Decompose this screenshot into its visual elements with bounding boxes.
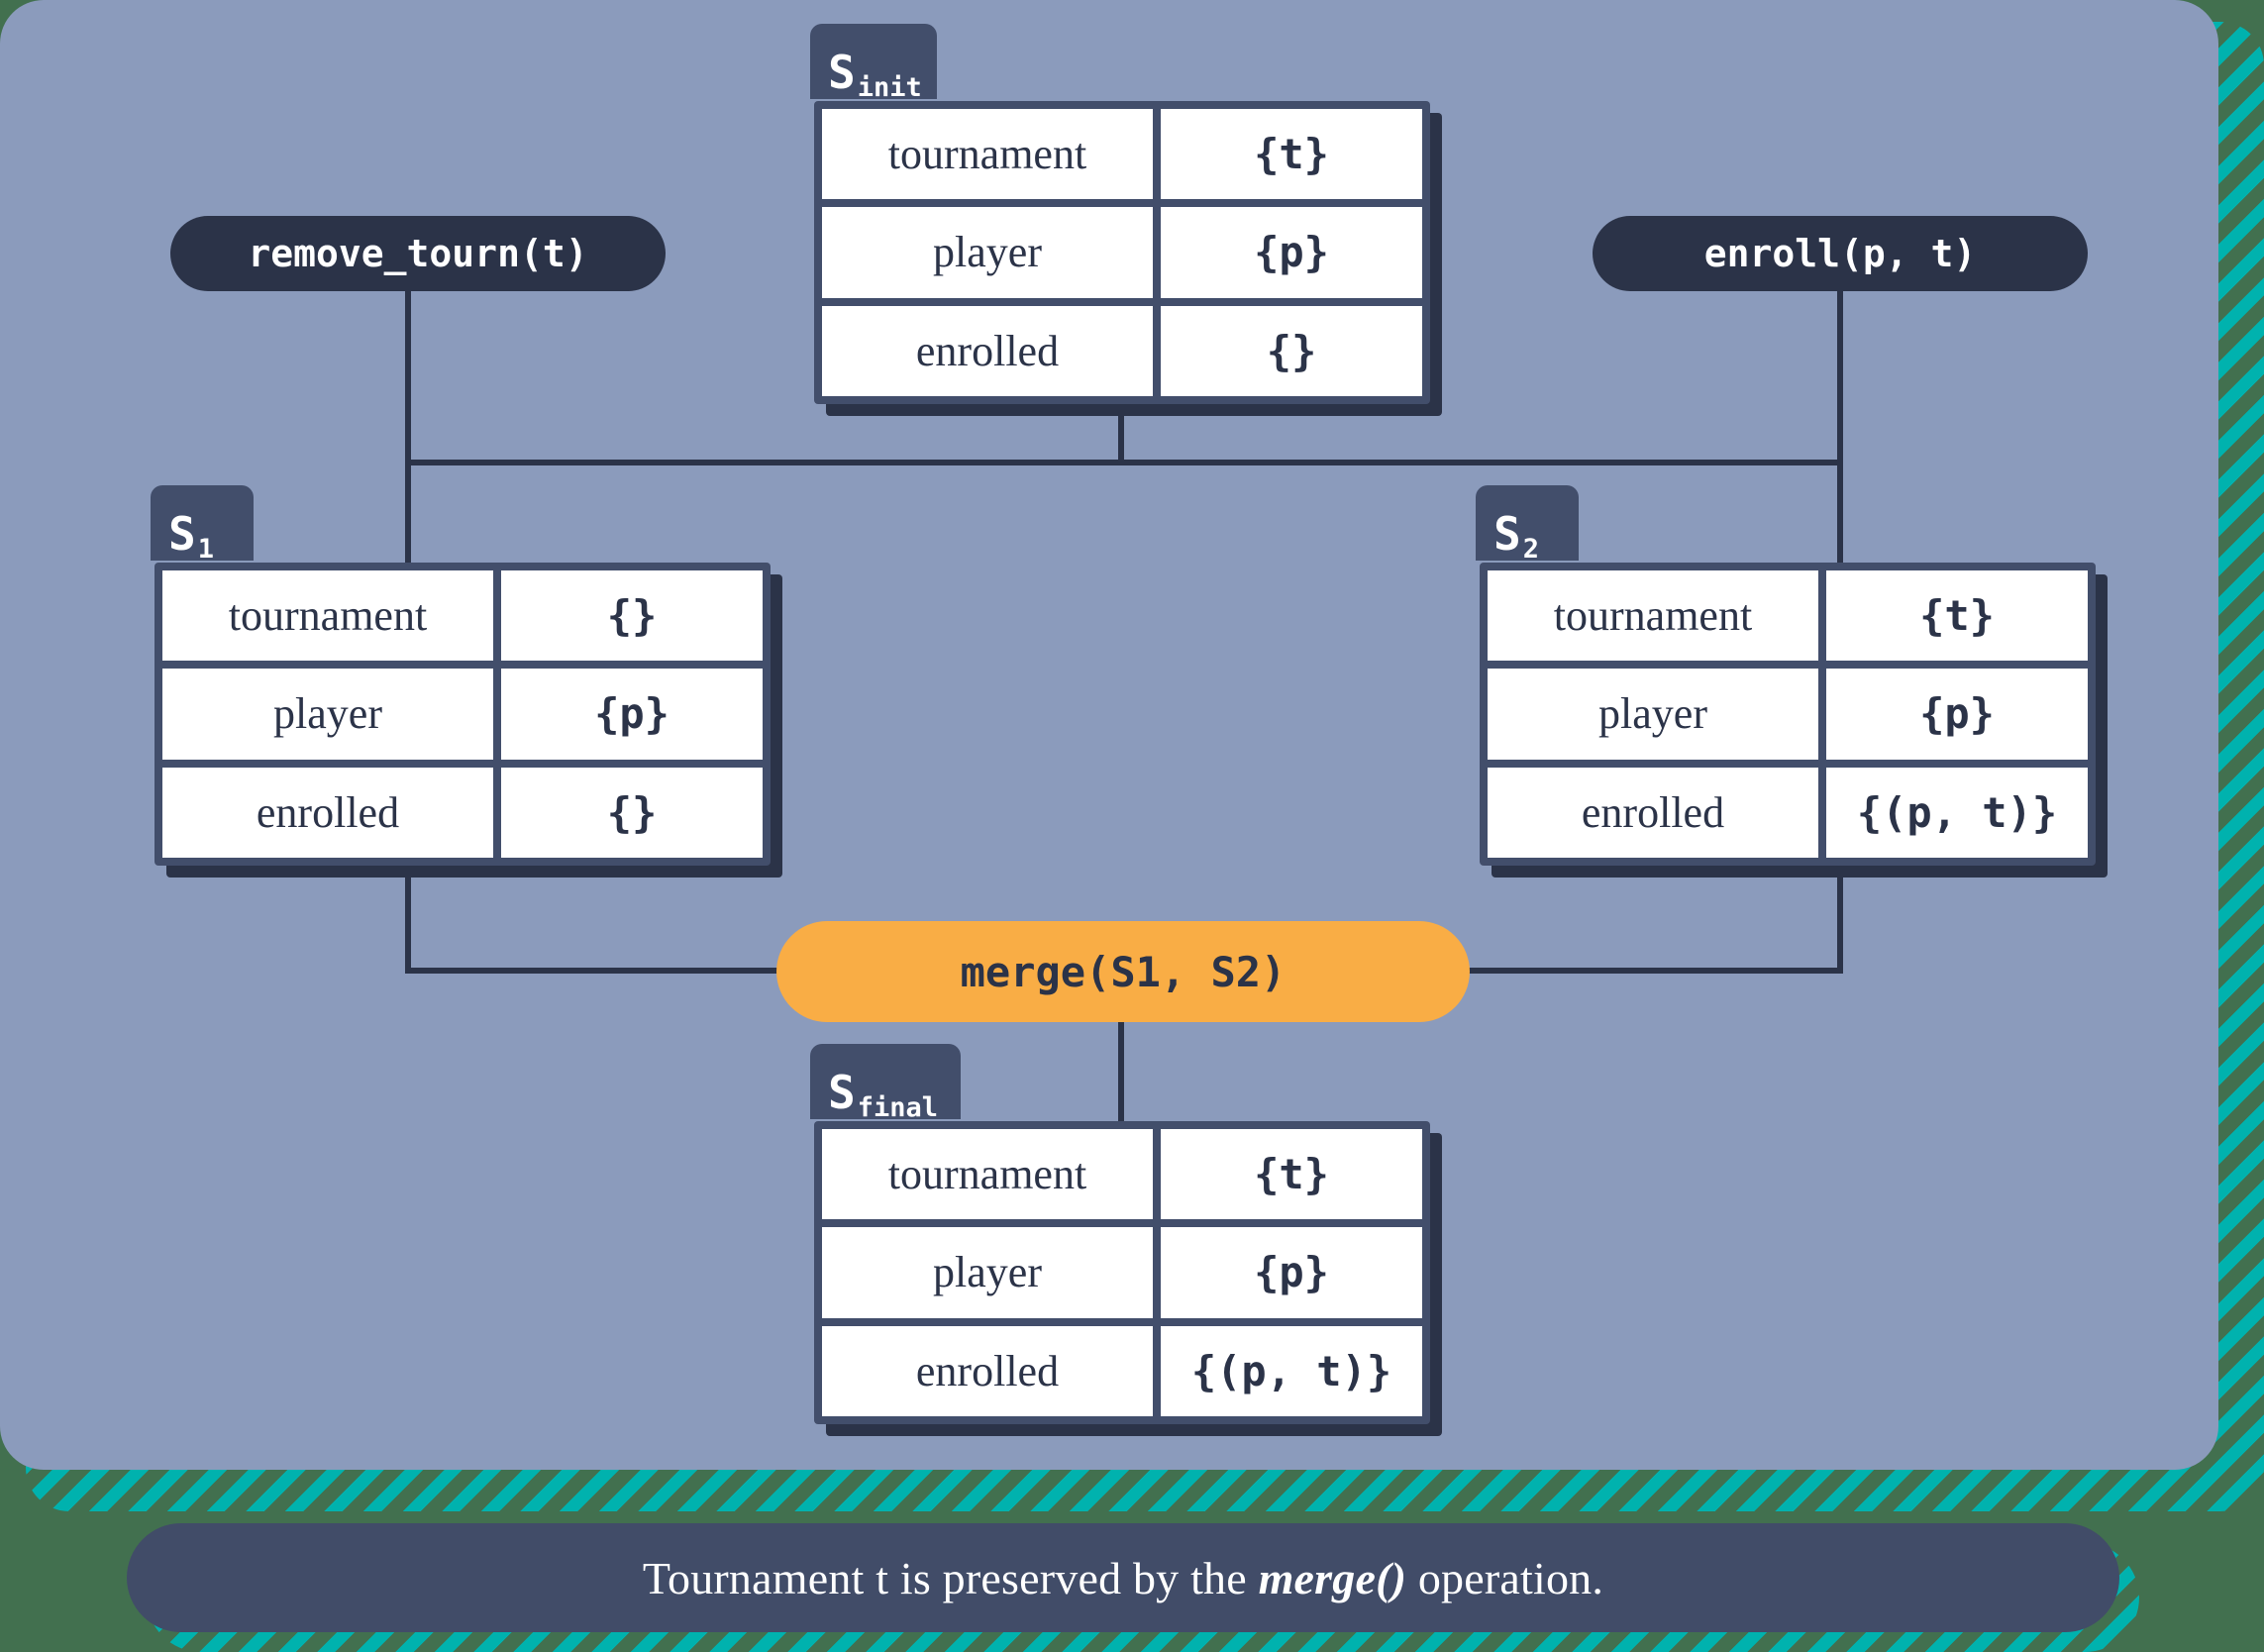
row-value: {t} — [1161, 1129, 1422, 1220]
caption-emphasis: merge() — [1258, 1552, 1407, 1603]
table-row: tournament {t} — [1488, 570, 2088, 662]
table-row: tournament {} — [162, 570, 763, 662]
row-value: {(p, t)} — [1826, 767, 2088, 858]
table-row: player {p} — [822, 1227, 1422, 1318]
operation-merge[interactable]: merge(S1, S2) — [776, 921, 1470, 1022]
row-key: player — [1488, 669, 1818, 760]
state-tab-subscript: final — [857, 1092, 938, 1123]
connector-enroll-stem — [1837, 287, 1843, 465]
table-row: tournament {t} — [822, 1129, 1422, 1220]
row-key: enrolled — [822, 1325, 1153, 1416]
state-table-s1: tournament {} player {p} enrolled {} — [154, 563, 771, 866]
connector-s1-down — [405, 872, 411, 974]
row-value: {p} — [1161, 207, 1422, 298]
connector-to-s2 — [1837, 460, 1843, 570]
row-key: enrolled — [1488, 767, 1818, 858]
connector-s2-down — [1837, 872, 1843, 974]
row-key: player — [822, 1227, 1153, 1318]
operation-remove-tourn[interactable]: remove_tourn(t) — [170, 216, 666, 291]
row-value: {t} — [1161, 109, 1422, 200]
table-row: player {p} — [1488, 669, 2088, 760]
row-key: player — [822, 207, 1153, 298]
row-key: tournament — [162, 570, 493, 662]
row-value: {} — [1161, 305, 1422, 396]
state-tab-name: S — [168, 507, 196, 562]
row-value: {p} — [501, 669, 763, 760]
caption-text-before: Tournament t is preserved by the — [642, 1552, 1259, 1603]
row-value: {} — [501, 570, 763, 662]
connector-junction-bar — [405, 460, 1843, 465]
row-value: {p} — [1161, 1227, 1422, 1318]
table-row: enrolled {(p, t)} — [822, 1325, 1422, 1416]
state-tab-subscript: 2 — [1522, 534, 1539, 565]
connector-remove-tourn-stem — [405, 287, 411, 465]
row-key: tournament — [1488, 570, 1818, 662]
caption-bar: Tournament t is preserved by the merge()… — [127, 1523, 2119, 1632]
row-key: tournament — [822, 1129, 1153, 1220]
row-key: enrolled — [822, 305, 1153, 396]
row-value: {p} — [1826, 669, 2088, 760]
row-value: {t} — [1826, 570, 2088, 662]
row-key: enrolled — [162, 767, 493, 858]
table-row: enrolled {(p, t)} — [1488, 767, 2088, 858]
row-value: {} — [501, 767, 763, 858]
state-tab-name: S — [828, 1066, 856, 1120]
connector-s2-to-merge — [1468, 968, 1843, 974]
connector-s1-to-merge — [405, 968, 781, 974]
table-row: player {p} — [162, 669, 763, 760]
table-row: enrolled {} — [162, 767, 763, 858]
row-key: player — [162, 669, 493, 760]
state-tab-name: S — [1493, 507, 1521, 562]
operation-enroll[interactable]: enroll(p, t) — [1593, 216, 2088, 291]
table-row: player {p} — [822, 207, 1422, 298]
connector-merge-to-sfinal — [1118, 1022, 1124, 1141]
connector-sinit-stem — [1118, 416, 1124, 465]
state-table-s2: tournament {t} player {p} enrolled {(p, … — [1480, 563, 2096, 866]
state-tab-subscript: 1 — [197, 534, 214, 565]
table-row: enrolled {} — [822, 305, 1422, 396]
state-tab-subscript: init — [857, 72, 922, 103]
state-table-sinit: tournament {t} player {p} enrolled {} — [814, 101, 1430, 404]
connector-to-s1 — [405, 460, 411, 570]
row-key: tournament — [822, 109, 1153, 200]
state-tab-name: S — [828, 46, 856, 100]
row-value: {(p, t)} — [1161, 1325, 1422, 1416]
table-row: tournament {t} — [822, 109, 1422, 200]
caption-text-after: operation. — [1406, 1552, 1604, 1603]
state-table-sfinal: tournament {t} player {p} enrolled {(p, … — [814, 1121, 1430, 1424]
